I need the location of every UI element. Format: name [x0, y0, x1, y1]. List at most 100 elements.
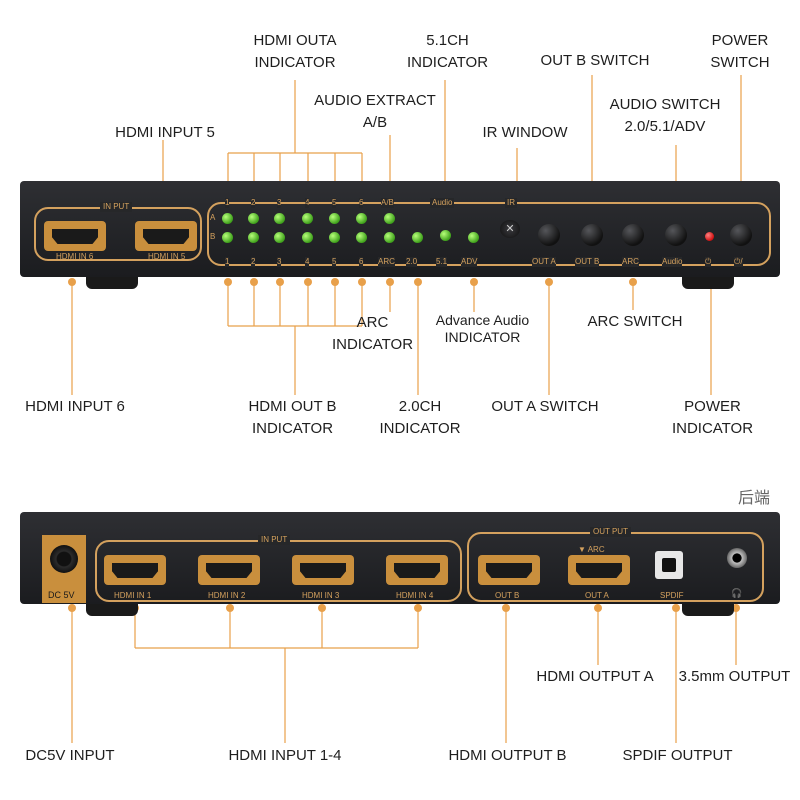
audio-button-caption: Audio — [662, 257, 683, 267]
hdmi-out-a-port — [568, 555, 630, 585]
led-top-num: 6 — [359, 198, 364, 208]
out-a-rear-caption: OUT A — [585, 591, 609, 600]
led-bottom-num: 2 — [251, 257, 256, 267]
spdif-output-label: SPDIF OUTPUT — [622, 747, 733, 764]
power-indicator-led — [705, 232, 714, 241]
led-out-a-6 — [356, 213, 367, 224]
led-bottom-num: ARC — [378, 257, 395, 267]
hdmi-in-5-port — [135, 221, 197, 251]
led-bottom-num: 5.1 — [436, 257, 448, 267]
hdmi-input-5-label: HDMI INPUT 5 — [115, 124, 215, 141]
led-out-b-2 — [248, 232, 259, 243]
power-led-symbol-icon: ⏻ — [705, 257, 712, 267]
spdif-port — [655, 551, 683, 579]
out-b-caption: OUT B — [575, 257, 600, 267]
front-control-frame — [207, 202, 771, 266]
out-b-switch-label: OUT B SWITCH — [540, 52, 650, 69]
led-audio-b — [384, 232, 395, 243]
out-b-switch-button[interactable] — [581, 224, 603, 246]
led-top-num: 5 — [332, 198, 337, 208]
led-out-a-1 — [222, 213, 233, 224]
led-out-b-6 — [356, 232, 367, 243]
hdmi-in-4-port — [386, 555, 448, 585]
led-bottom-num: 4 — [305, 257, 310, 267]
arc-caption: ARC — [622, 257, 639, 267]
rear-caption: 后端 — [738, 490, 771, 507]
hdmi-in-3-port — [292, 555, 354, 585]
hdmi-output-a-label: HDMI OUTPUT A — [536, 668, 654, 685]
hdmi-out-b-port — [478, 555, 540, 585]
out-a-switch-label: OUT A SWITCH — [491, 398, 599, 415]
led-arc — [412, 232, 423, 243]
led-bottom-num: ADV — [461, 257, 478, 267]
led-out-b-5 — [329, 232, 340, 243]
front-foot-left — [86, 277, 138, 289]
audio-caption: Audio — [430, 198, 455, 208]
out-35mm-label: 3.5mm OUTPUT — [678, 668, 791, 685]
dc-jack — [50, 545, 78, 573]
audio-switch-button[interactable] — [665, 224, 687, 246]
audio-jack-35mm — [727, 548, 747, 568]
hdmi-input-1-4-label: HDMI INPUT 1-4 — [228, 747, 342, 764]
hdmi-in-1-caption: HDMI IN 1 — [114, 591, 152, 600]
led-out-b-4 — [302, 232, 313, 243]
led-adv — [468, 232, 479, 243]
hdmi-in-6-port — [44, 221, 106, 251]
ir-window-label: IR WINDOW — [482, 124, 568, 141]
power-switch-symbol-icon: ⏻/ — [734, 257, 743, 267]
arc-switch-label: ARC SWITCH — [587, 313, 683, 330]
out-b-rear-caption: OUT B — [495, 591, 520, 600]
hdmi-in-1-port — [104, 555, 166, 585]
dc-caption: DC 5V — [48, 590, 75, 600]
hdmi-in-4-caption: HDMI IN 4 — [396, 591, 434, 600]
led-top-num: 2 — [251, 198, 256, 208]
led-out-b-1 — [222, 232, 233, 243]
power-switch-button[interactable] — [730, 224, 752, 246]
led-bottom-num: 5 — [332, 257, 337, 267]
out-a-caption: OUT A — [532, 257, 556, 267]
led-top-num: 1 — [225, 198, 230, 208]
led-out-b-3 — [274, 232, 285, 243]
led-bottom-num: 3 — [277, 257, 282, 267]
led-top-num: 4 — [305, 198, 310, 208]
led-bottom-num: 2.0 — [406, 257, 418, 267]
hdmi-in-3-caption: HDMI IN 3 — [302, 591, 340, 600]
led-out-a-3 — [274, 213, 285, 224]
rear-foot-left — [86, 604, 138, 616]
dc5v-input-label: DC5V INPUT — [25, 747, 115, 764]
led-out-a-4 — [302, 213, 313, 224]
ir-window: ✕ — [500, 220, 520, 238]
front-input-caption: IN PUT — [100, 202, 133, 212]
row-a-label: A — [210, 213, 216, 222]
rear-input-caption: IN PUT — [258, 535, 291, 545]
hdmi-in-6-caption: HDMI IN 6 — [56, 252, 94, 261]
led-out-a-5 — [329, 213, 340, 224]
hdmi-in-5-caption: HDMI IN 5 — [148, 252, 186, 261]
headphone-icon: 🎧 — [731, 588, 743, 598]
led-top-num: 3 — [277, 198, 282, 208]
front-foot-right — [682, 277, 734, 289]
spdif-caption: SPDIF — [660, 591, 684, 600]
rear-foot-right — [682, 604, 734, 616]
led-audio-a — [384, 213, 395, 224]
hdmi-in-2-port — [198, 555, 260, 585]
led-out-a-2 — [248, 213, 259, 224]
led-bottom-num: 1 — [225, 257, 230, 267]
led-top-num: A/B — [381, 198, 394, 208]
arc-marker: ▼ ARC — [578, 545, 605, 554]
row-b-label: B — [210, 232, 216, 241]
arc-switch-button[interactable] — [622, 224, 644, 246]
hdmi-output-b-label: HDMI OUTPUT B — [448, 747, 567, 764]
out-a-switch-button[interactable] — [538, 224, 560, 246]
ir-caption: IR — [505, 198, 517, 208]
